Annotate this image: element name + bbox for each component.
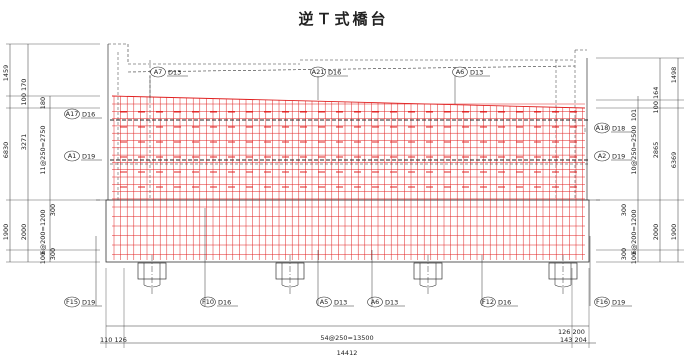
bar-mark-circle	[367, 296, 383, 308]
bar-mark: A18	[596, 124, 609, 132]
bar-size: D19	[612, 299, 625, 307]
bar-size: D16	[218, 299, 231, 307]
dim-text: 54@250=13500	[320, 334, 373, 342]
bar-size: D19	[612, 153, 625, 161]
bar-size: D19	[82, 153, 95, 161]
bar-mark-circle	[200, 296, 216, 308]
bar-mark-circle	[480, 296, 496, 308]
bar-mark: F12	[482, 298, 494, 306]
bar-mark: A7	[154, 68, 163, 76]
bar-mark-circle	[594, 122, 610, 134]
bar-mark-circle	[64, 108, 80, 120]
dim-text: 100 170	[20, 79, 28, 106]
bar-callout-f10: F10 D16	[200, 208, 238, 308]
dim-text: 6369	[670, 152, 678, 169]
pile	[137, 255, 167, 296]
bar-mark-circle	[150, 66, 166, 78]
dim-text: 14412	[337, 349, 358, 357]
dim-text: 100 164	[652, 87, 660, 114]
bar-size: D16	[498, 299, 511, 307]
bar-mark-circle	[452, 66, 468, 78]
bar-size: D13	[168, 69, 181, 77]
drawing-title: 逆Ｔ式橋台	[298, 10, 389, 28]
bar-mark-circle	[594, 296, 610, 308]
bar-mark: F10	[202, 298, 214, 306]
dim-text: 10@250=2500	[630, 125, 638, 174]
bar-callout-f12: F12 D16	[480, 255, 518, 308]
bar-mark: F15	[66, 298, 78, 306]
dim-text: 180	[39, 97, 47, 109]
dim-text: 6830	[2, 142, 10, 159]
rebar-top-line	[111, 95, 586, 109]
bar-mark: A2	[598, 152, 607, 160]
dim-text: 300	[49, 204, 57, 216]
pile	[413, 255, 443, 296]
dim-text: 1900	[2, 224, 10, 241]
dim-text: 100	[39, 252, 47, 264]
right-dimensions	[596, 57, 684, 263]
bar-mark: F16	[596, 298, 608, 306]
bar-callout-a5: A5 D13	[316, 250, 354, 308]
dim-text: 3271	[20, 134, 28, 151]
bar-mark-circle	[316, 296, 332, 308]
bar-callout-a2: A2 D19	[594, 150, 632, 162]
bar-callout-a1: A1 D19	[64, 150, 102, 162]
dim-text: 1900	[670, 224, 678, 241]
dim-text: 11@250=2750	[39, 125, 47, 174]
bar-mark: A6	[371, 298, 380, 306]
bar-size: D13	[470, 69, 483, 77]
dim-text: 300	[620, 248, 628, 260]
parapet-inner-edge	[127, 65, 576, 73]
dim-text: 6@200=1200	[39, 209, 47, 254]
dim-text: 2865	[652, 142, 660, 159]
pile-break	[143, 284, 161, 288]
dim-text: 2000	[20, 224, 28, 241]
bar-size: D19	[82, 299, 95, 307]
dim-text: 1498	[670, 67, 678, 84]
dim-text: 6@200=1200	[630, 209, 638, 254]
bar-callout-f16: F16 D19	[589, 236, 632, 308]
pile-break	[419, 284, 437, 288]
left-dimensions	[6, 43, 100, 263]
bar-mark: A6	[456, 68, 465, 76]
dim-text: 126 200	[558, 328, 585, 336]
rebar-mesh	[111, 95, 586, 260]
pile	[548, 255, 578, 296]
pile-break	[281, 284, 299, 288]
bar-callout-a6top: A6 D13	[452, 66, 490, 104]
bar-mark-circle	[594, 150, 610, 162]
bar-mark: A1	[68, 152, 77, 160]
bar-size: D13	[334, 299, 347, 307]
bar-size: D13	[385, 299, 398, 307]
dim-text: 300	[620, 204, 628, 216]
dim-text: 1459	[2, 65, 10, 82]
bar-mark: A21	[312, 68, 325, 76]
dim-text: 143 204	[560, 336, 587, 344]
dim-text: 110 126	[100, 336, 127, 344]
dim-text: 101	[630, 109, 638, 121]
bar-callout-a6bot: A6 D13	[367, 250, 405, 308]
bar-callout-a7: A7 D13	[149, 66, 188, 100]
dim-text: 300	[49, 248, 57, 260]
pile-break	[554, 284, 572, 288]
pile	[275, 255, 305, 296]
bar-mark: A5	[320, 298, 329, 306]
dim-text: 100	[630, 252, 638, 264]
bar-mark-circle	[64, 150, 80, 162]
bar-callout-f15: F15 D19	[64, 236, 102, 308]
bar-size: D16	[328, 69, 341, 77]
bar-size: D18	[612, 125, 625, 133]
bar-mark-circle	[64, 296, 80, 308]
bar-mark: A17	[66, 110, 79, 118]
bar-size: D16	[82, 111, 95, 119]
dim-text: 2000	[652, 224, 660, 241]
